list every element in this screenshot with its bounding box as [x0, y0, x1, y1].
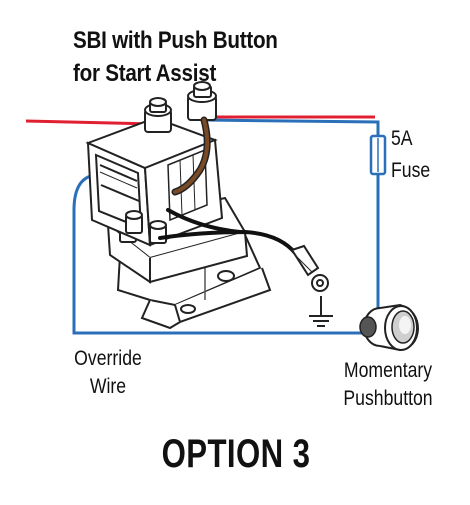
pushbutton-label-line1: Momentary	[343, 359, 433, 382]
override-wire-label-line2: Wire	[89, 375, 127, 398]
override-wire-label-line1: Override	[74, 347, 142, 370]
diagram-title-line1: SBI with Push Button	[73, 27, 278, 54]
diagram-title-line2: for Start Assist	[73, 60, 217, 87]
fuse-icon	[369, 134, 387, 176]
pushbutton-icon	[359, 303, 420, 352]
pushbutton-label-line2: Pushbutton	[343, 387, 433, 410]
fuse-circuit-wire	[204, 118, 380, 316]
option-caption: OPTION 3	[161, 432, 311, 476]
ring-terminal	[290, 244, 329, 292]
fuse-rating-label: 5A	[391, 127, 413, 150]
ground-wire	[158, 208, 298, 256]
fuse-name-label: Fuse	[391, 159, 431, 182]
ground-icon	[309, 296, 333, 327]
positive-wire	[25, 115, 375, 126]
terminal-post-left	[144, 97, 172, 133]
brown-wire	[171, 116, 211, 196]
terminal-post-right	[187, 81, 217, 121]
